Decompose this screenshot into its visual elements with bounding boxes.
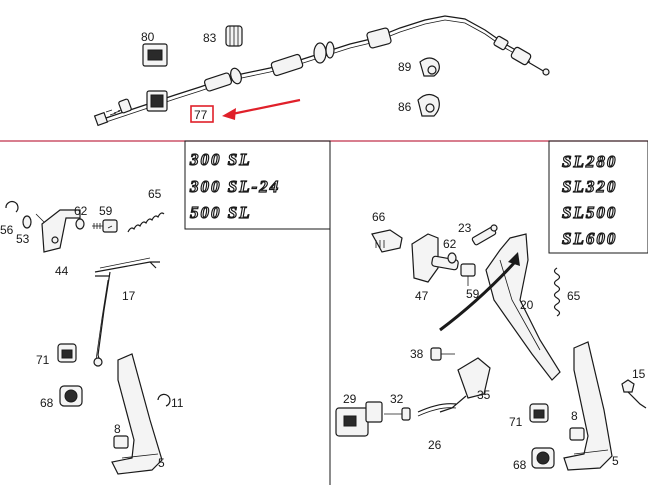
washer-53 — [22, 215, 32, 229]
switch-71-right — [529, 403, 549, 423]
pedal-lever-17 — [94, 261, 160, 363]
label-59: 59 — [99, 204, 113, 218]
label-8-right: 8 — [571, 409, 578, 423]
clip-86 — [417, 93, 440, 117]
label-68: 68 — [40, 396, 54, 410]
label-65-right: 65 — [567, 289, 581, 303]
emblem-left-1: 300 SL — [189, 150, 252, 169]
switch-29 — [335, 401, 383, 437]
emblem-right-3: SL500 — [562, 203, 617, 222]
label-32: 32 — [390, 392, 404, 406]
callout-77-box — [190, 105, 214, 123]
label-26: 26 — [428, 438, 442, 452]
label-62-right: 62 — [443, 237, 457, 251]
label-66: 66 — [372, 210, 386, 224]
label-56: 56 — [0, 223, 14, 237]
bracket-47 — [411, 233, 439, 283]
label-53: 53 — [16, 232, 30, 246]
label-86: 86 — [398, 100, 412, 114]
cable-end-right — [493, 35, 550, 76]
bolt-59 — [92, 219, 118, 233]
emblem-box-right — [548, 140, 648, 254]
callout-77-arrow — [231, 98, 301, 116]
emblem-left-2: 300 SL-24 — [189, 177, 280, 196]
switch-71 — [57, 343, 77, 363]
label-71: 71 — [36, 353, 50, 367]
callout-77-arrowhead — [222, 108, 236, 120]
nut-83 — [225, 25, 243, 47]
bracket-44 — [41, 209, 81, 253]
label-23: 23 — [458, 221, 472, 235]
label-38: 38 — [410, 347, 424, 361]
emblem-right-4: SL600 — [562, 229, 617, 248]
spring-65 — [127, 212, 165, 233]
pedal-lever-20 — [485, 233, 561, 381]
left-section: 300 SL 300 SL-24 500 SL — [0, 140, 331, 475]
label-17: 17 — [122, 289, 136, 303]
label-29: 29 — [343, 392, 357, 406]
label-80: 80 — [141, 30, 155, 44]
spring-65-right — [553, 267, 561, 317]
label-44: 44 — [55, 264, 69, 278]
top-section: 80 83 89 86 77 — [93, 15, 550, 127]
washer-62-right — [447, 252, 457, 264]
label-59-right: 59 — [466, 287, 480, 301]
label-5-right: 5 — [612, 454, 619, 468]
emblem-left-3: 500 SL — [190, 203, 252, 222]
emblem-right-1: SL280 — [562, 152, 617, 171]
stop-15 — [621, 379, 647, 409]
label-71-right: 71 — [509, 415, 523, 429]
label-11: 11 — [171, 396, 184, 410]
switch-68 — [59, 385, 83, 407]
screw-32 — [384, 407, 411, 421]
bolt-38 — [430, 347, 455, 361]
pedal-5 — [111, 353, 163, 475]
grommet-80 — [142, 43, 168, 67]
sensor-66 — [371, 229, 403, 253]
throttle-cable — [99, 15, 531, 121]
emblem-box-left — [184, 140, 331, 230]
label-77: 77 — [194, 108, 208, 122]
label-83: 83 — [203, 31, 217, 45]
label-68-right: 68 — [513, 458, 527, 472]
switch-68-right — [531, 447, 555, 469]
cable-bracket — [146, 90, 168, 112]
washer-62 — [75, 218, 85, 230]
bolt-59-right — [460, 263, 476, 286]
pedal-5-right — [563, 341, 613, 471]
clip-11 — [157, 393, 171, 407]
label-89: 89 — [398, 60, 412, 74]
label-35: 35 — [477, 388, 491, 402]
pin-23 — [471, 224, 498, 246]
pointer-arrow — [439, 260, 517, 332]
label-15: 15 — [632, 367, 646, 381]
label-65: 65 — [148, 187, 162, 201]
emblem-right-2: SL320 — [562, 177, 617, 196]
circlip-56 — [5, 200, 19, 213]
label-47: 47 — [415, 289, 429, 303]
clip-89 — [419, 57, 440, 77]
right-section: SL280 SL320 SL500 SL600 — [335, 140, 648, 472]
hose-26 — [417, 403, 457, 413]
label-20: 20 — [520, 298, 534, 312]
label-8: 8 — [114, 422, 121, 436]
cable-end-left — [93, 98, 132, 127]
label-5: 5 — [158, 456, 165, 470]
label-62: 62 — [74, 204, 88, 218]
cable-adjuster — [203, 27, 392, 92]
